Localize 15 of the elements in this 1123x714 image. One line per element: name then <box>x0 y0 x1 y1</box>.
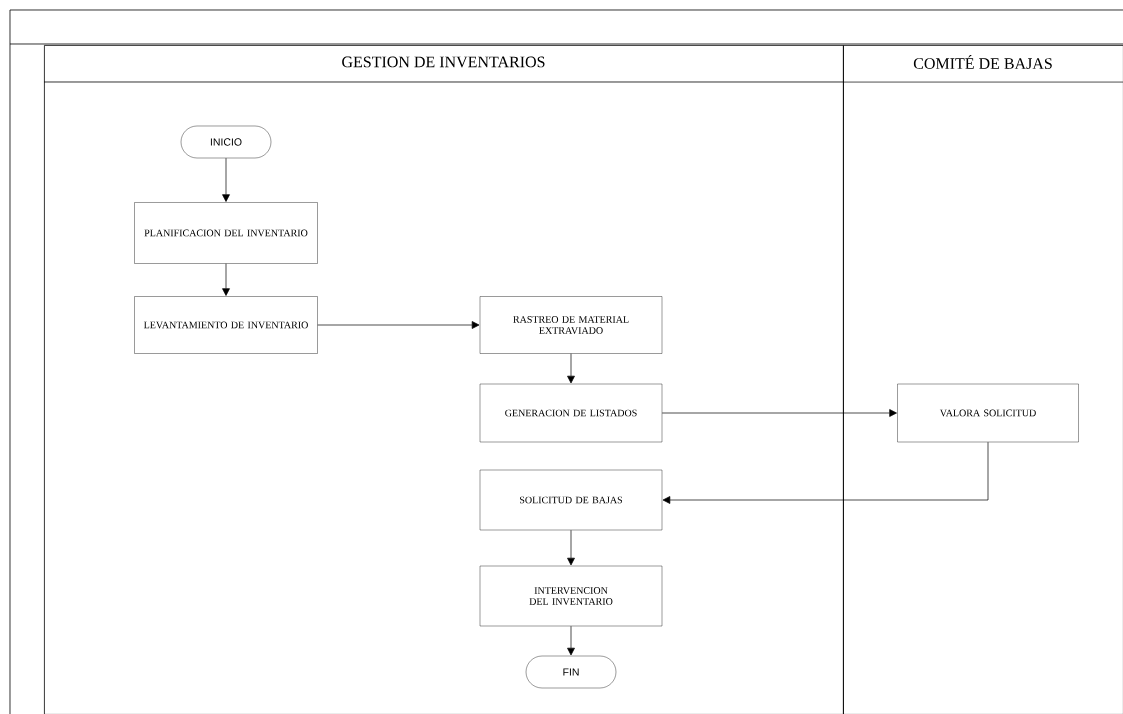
arrow <box>661 409 897 417</box>
arrow <box>222 263 230 296</box>
arrow <box>567 625 575 656</box>
arrow <box>662 441 989 504</box>
process-box: VALORA SOLICITUD <box>897 383 1079 443</box>
arrow <box>317 321 480 329</box>
process-box: INTERVENCION DEL INVENTARIO <box>479 565 663 627</box>
process-box: LEVANTAMIENTO DE INVENTARIO <box>134 296 318 354</box>
arrow <box>567 353 575 384</box>
arrow <box>567 529 575 566</box>
arrow <box>222 157 230 202</box>
process-box: PLANIFICACION DEL INVENTARIO <box>134 202 318 264</box>
process-box: GENERACION DE LISTADOS <box>479 383 663 443</box>
process-box: RASTREO DE MATERIAL EXTRAVIADO <box>479 296 663 354</box>
process-box: SOLICITUD DE BAJAS <box>479 469 663 531</box>
